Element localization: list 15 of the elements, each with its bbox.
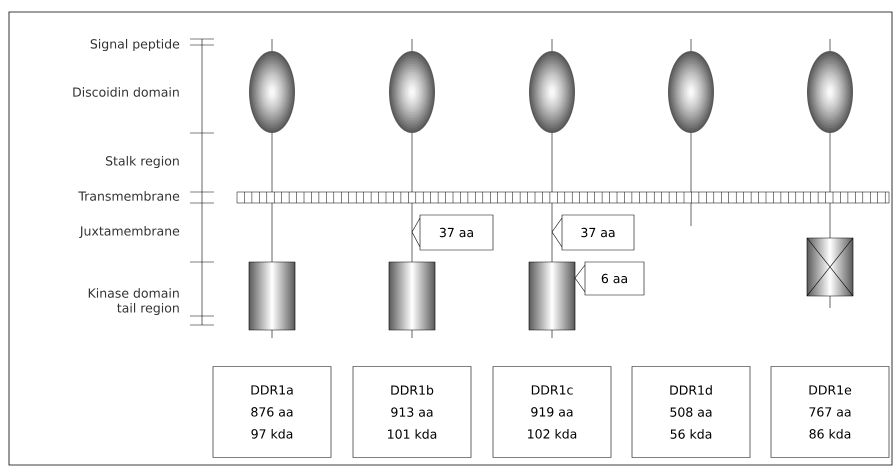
- isoform-box: DDR1e 767 aa 86 kda: [770, 366, 890, 458]
- isoform-box: DDR1a 876 aa 97 kda: [212, 366, 332, 458]
- isoform-box: DDR1c 919 aa 102 kda: [492, 366, 612, 458]
- domain-label: Stalk region: [106, 156, 179, 168]
- domain-label: Discoidin domain: [73, 87, 179, 97]
- domain-label: Juxtamembrane: [79, 226, 180, 238]
- isoform-box: DDR1b 913 aa 101 kda: [352, 366, 472, 458]
- callout-box: 37 aa: [552, 214, 634, 250]
- callout-box: 6 aa: [574, 262, 644, 296]
- isoform-box: DDR1d 508 aa 56 kda: [632, 366, 750, 458]
- domain-label: Transmembrane: [78, 191, 180, 201]
- domain-label: tail region: [117, 302, 179, 316]
- callout-box: 37 aa: [412, 214, 494, 250]
- domain-label: Kinase domain: [88, 288, 179, 298]
- domain-label: Signal peptide: [90, 38, 180, 52]
